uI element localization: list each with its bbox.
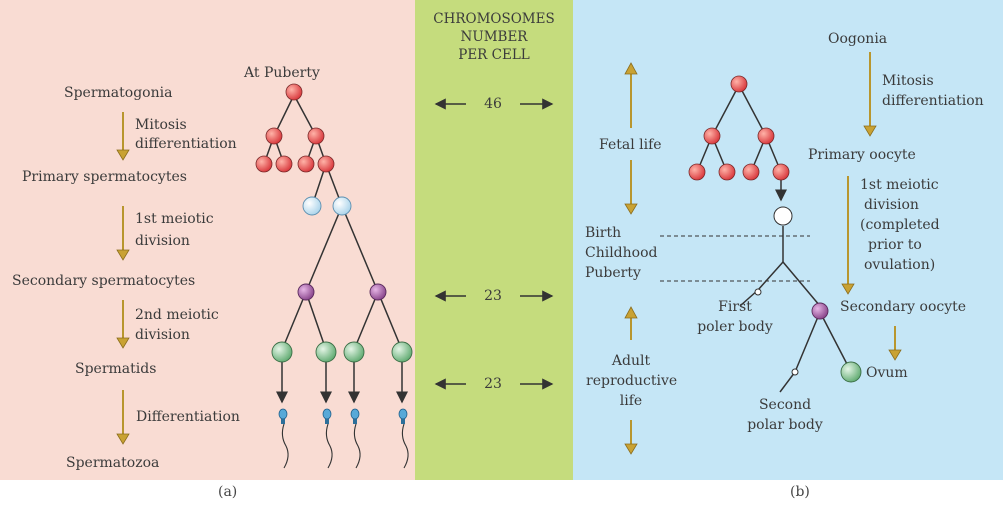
chromosome-count-23-a: 23: [484, 288, 502, 304]
meiotic1-b-line-3: (completed: [860, 217, 940, 233]
first-polar-line-2: poler body: [697, 319, 773, 335]
first-polar-line-1: First: [718, 299, 752, 315]
first-meiotic-label: 1st meiotic: [135, 211, 214, 227]
ovum-label: Ovum: [866, 365, 908, 381]
adult-line-1: Adult: [611, 353, 651, 369]
birth-label: Birth: [585, 225, 622, 241]
chromosome-header-line-3: PER CELL: [458, 47, 530, 63]
oogenesis-panel: [573, 0, 1003, 480]
differentiation2-label: Differentiation: [136, 409, 240, 425]
differentiation-label: differentiation: [135, 136, 237, 152]
spermatogonia-label: Spermatogonia: [64, 85, 173, 101]
sperm-cells: [255, 83, 335, 173]
spermatogenesis-panel: [0, 0, 415, 480]
meiotic1-b-line-2: division: [864, 197, 919, 213]
fetal-life-label: Fetal life: [599, 137, 662, 153]
mitosis-label: Mitosis: [135, 117, 187, 133]
oocyte-cells: [688, 75, 790, 181]
sperm-lineage-lines: [263, 94, 403, 351]
second-meiotic-label: 2nd meiotic: [135, 307, 219, 323]
meiotic1-b-line-4: prior to: [868, 237, 922, 253]
caption-b: (b): [790, 484, 810, 500]
chromosome-count-23-b: 23: [484, 376, 502, 392]
chromosome-header-line-1: CHROMOSOMES: [433, 11, 555, 27]
secondary-oocyte-label: Secondary oocyte: [840, 299, 967, 315]
spermatozoa-cells: [278, 408, 409, 469]
meiotic1-b-line-1: 1st meiotic: [860, 177, 939, 193]
primary-spermatocytes-label: Primary spermatocytes: [22, 169, 187, 185]
caption-a: (a): [218, 484, 238, 500]
chromosome-number-panel: [415, 0, 573, 480]
secondary-spermatocytes-label: Secondary spermatocytes: [12, 273, 196, 289]
spermatids-label: Spermatids: [75, 361, 157, 377]
spermatozoa-label: Spermatozoa: [66, 455, 160, 471]
at-puberty-label: At Puberty: [244, 65, 320, 81]
chromosome-arrows: [434, 98, 554, 390]
puberty-label: Puberty: [585, 265, 641, 281]
differentiation-b-label: differentiation: [882, 93, 984, 109]
mitosis-b-label: Mitosis: [882, 73, 934, 89]
adult-line-3: life: [619, 393, 643, 409]
chromosome-header-line-2: NUMBER: [460, 29, 528, 45]
childhood-label: Childhood: [585, 245, 658, 261]
first-division-label: division: [135, 233, 190, 249]
oogonia-label: Oogonia: [828, 31, 888, 47]
second-polar-line-1: Second: [758, 397, 812, 413]
chromosome-count-46: 46: [484, 96, 502, 112]
second-division-label: division: [135, 327, 190, 343]
adult-line-2: reproductive: [586, 373, 678, 389]
second-polar-line-2: polar body: [747, 417, 823, 433]
meiotic1-b-line-5: ovulation): [864, 257, 936, 273]
primary-oocyte-label: Primary oocyte: [808, 147, 916, 163]
